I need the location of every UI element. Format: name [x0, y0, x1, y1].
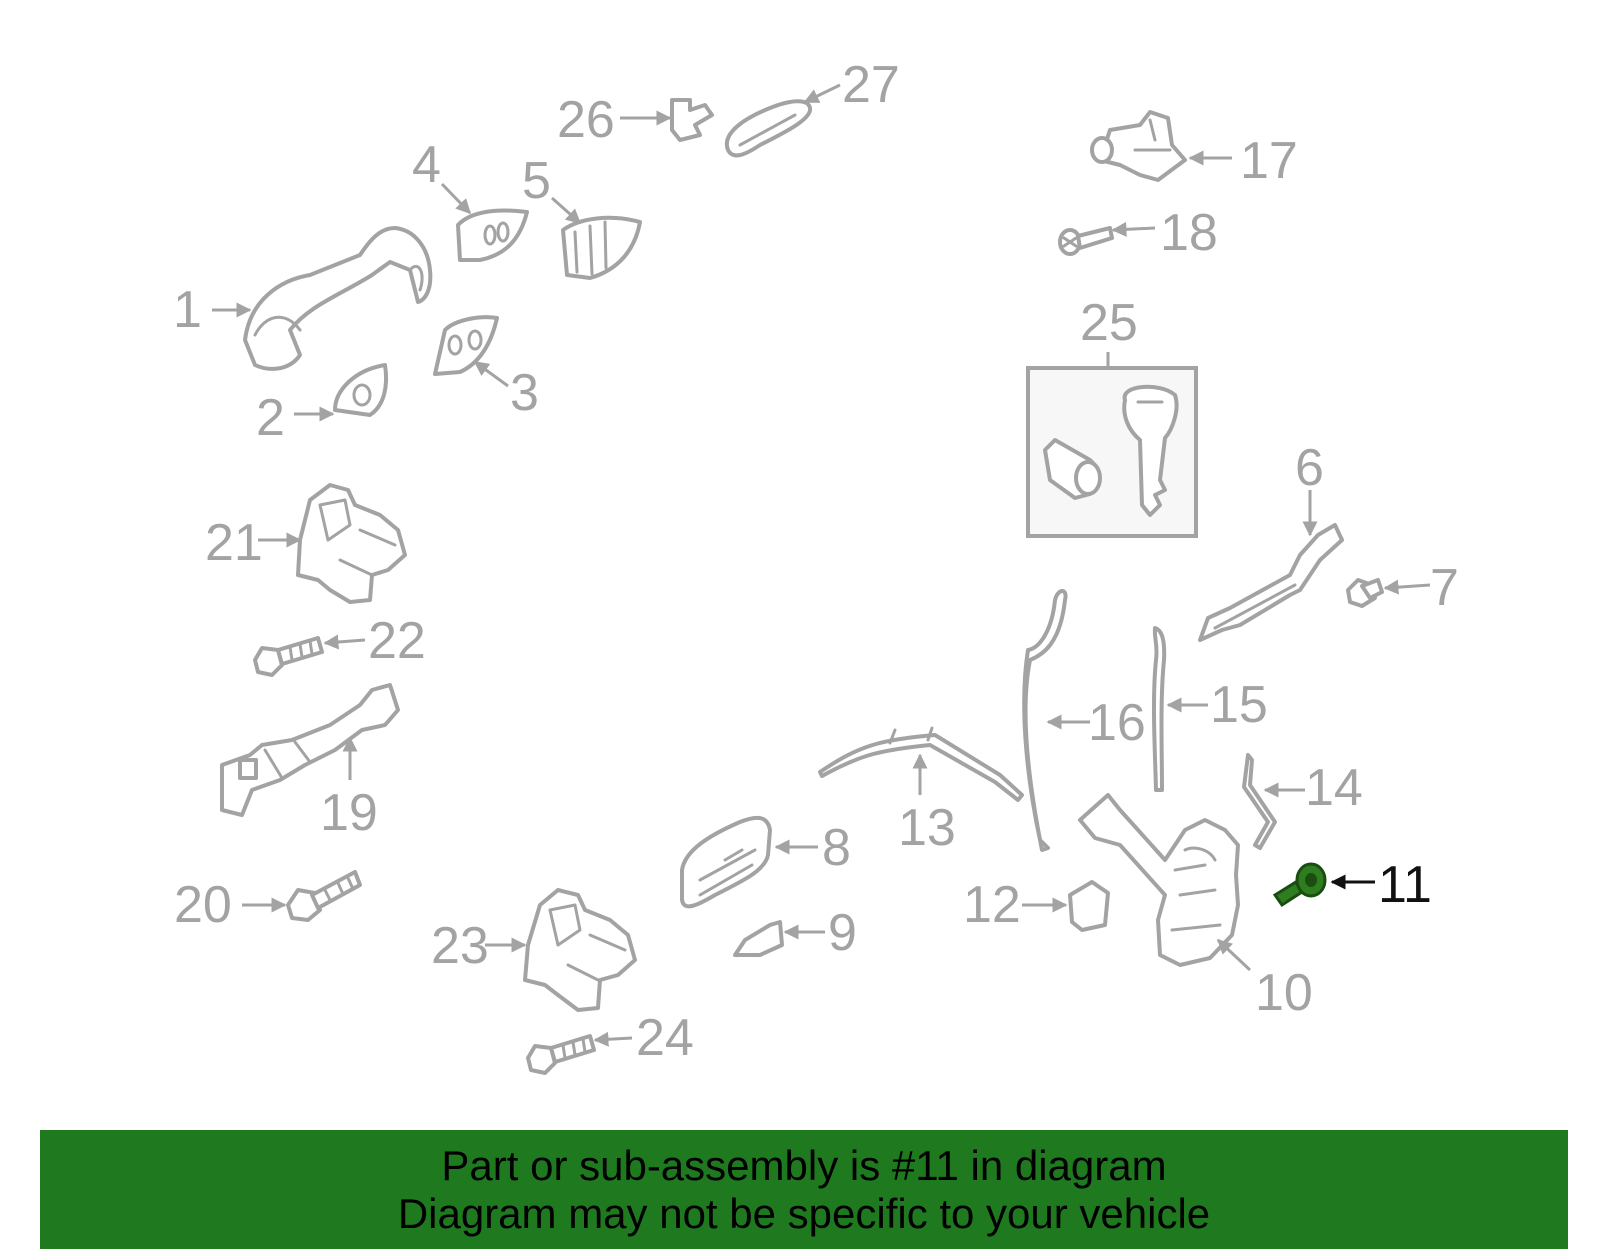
- part-24-bolt: [526, 1034, 596, 1075]
- part-10-latch: [1078, 793, 1240, 967]
- part-4-pad: [456, 208, 529, 262]
- callout-26: 26: [557, 91, 615, 149]
- part-6-handle-reinforcement: [1198, 523, 1344, 642]
- part-25-lock-set: [1026, 366, 1198, 538]
- callout-20: 20: [174, 876, 232, 934]
- callout-7: 7: [1430, 559, 1459, 617]
- callout-10: 10: [1255, 964, 1313, 1022]
- callout-15: 15: [1210, 676, 1268, 734]
- part-2-pad: [333, 363, 389, 417]
- callout-9: 9: [828, 904, 857, 962]
- callout-21: 21: [205, 514, 263, 572]
- callout-14: 14: [1305, 759, 1363, 817]
- callout-3: 3: [510, 364, 539, 422]
- callout-18: 18: [1160, 204, 1218, 262]
- callout-27: 27: [842, 56, 900, 114]
- part-27-pad: [724, 99, 813, 158]
- banner-disclaimer: Diagram may not be specific to your vehi…: [397, 1190, 1211, 1237]
- part-8-inside-handle: [680, 815, 772, 909]
- parts-diagram: 1 2 3 4 5 26 27: [173, 56, 1459, 1075]
- part-14-rod: [1242, 753, 1277, 850]
- part-12-clip: [1068, 880, 1110, 932]
- part-11-bolt: [1272, 862, 1327, 908]
- part-17-bracket: [1090, 110, 1187, 182]
- callout-22: 22: [368, 612, 426, 670]
- part-22-bolt: [253, 636, 324, 677]
- banner-part-note: Part or sub-assembly is #11 in diagram: [441, 1142, 1167, 1189]
- part-21-hinge: [296, 483, 407, 604]
- callout-13: 13: [898, 799, 956, 857]
- callout-16: 16: [1088, 694, 1146, 752]
- callout-1: 1: [173, 281, 202, 339]
- part-18-screw: [1058, 226, 1114, 256]
- part-16-lock-rod: [1022, 589, 1068, 852]
- callout-19: 19: [320, 784, 378, 842]
- callout-24: 24: [636, 1009, 694, 1067]
- part-5-cover: [561, 215, 642, 280]
- callout-23: 23: [431, 917, 489, 975]
- part-9-bezel: [733, 920, 784, 957]
- callout-6: 6: [1295, 439, 1324, 497]
- part-23-hinge: [523, 888, 637, 1012]
- callout-2: 2: [256, 389, 285, 447]
- callout-5: 5: [522, 152, 551, 210]
- callout-8: 8: [822, 819, 851, 877]
- callout-11: 11: [1378, 856, 1432, 914]
- callout-12: 12: [963, 876, 1021, 934]
- part-20-bolt: [286, 870, 362, 922]
- part-19-door-check: [220, 683, 400, 817]
- callout-25: 25: [1080, 294, 1138, 352]
- callout-4: 4: [412, 136, 441, 194]
- part-7-clip: [1346, 578, 1384, 608]
- part-3-pad: [433, 315, 499, 376]
- part-1-outside-handle: [243, 226, 433, 371]
- part-26-clip: [670, 98, 714, 142]
- callout-17: 17: [1240, 132, 1298, 190]
- part-13-cable: [818, 733, 1024, 802]
- part-15-control-rod: [1151, 626, 1167, 792]
- info-banner: Part or sub-assembly is #11 in diagram D…: [40, 1130, 1568, 1249]
